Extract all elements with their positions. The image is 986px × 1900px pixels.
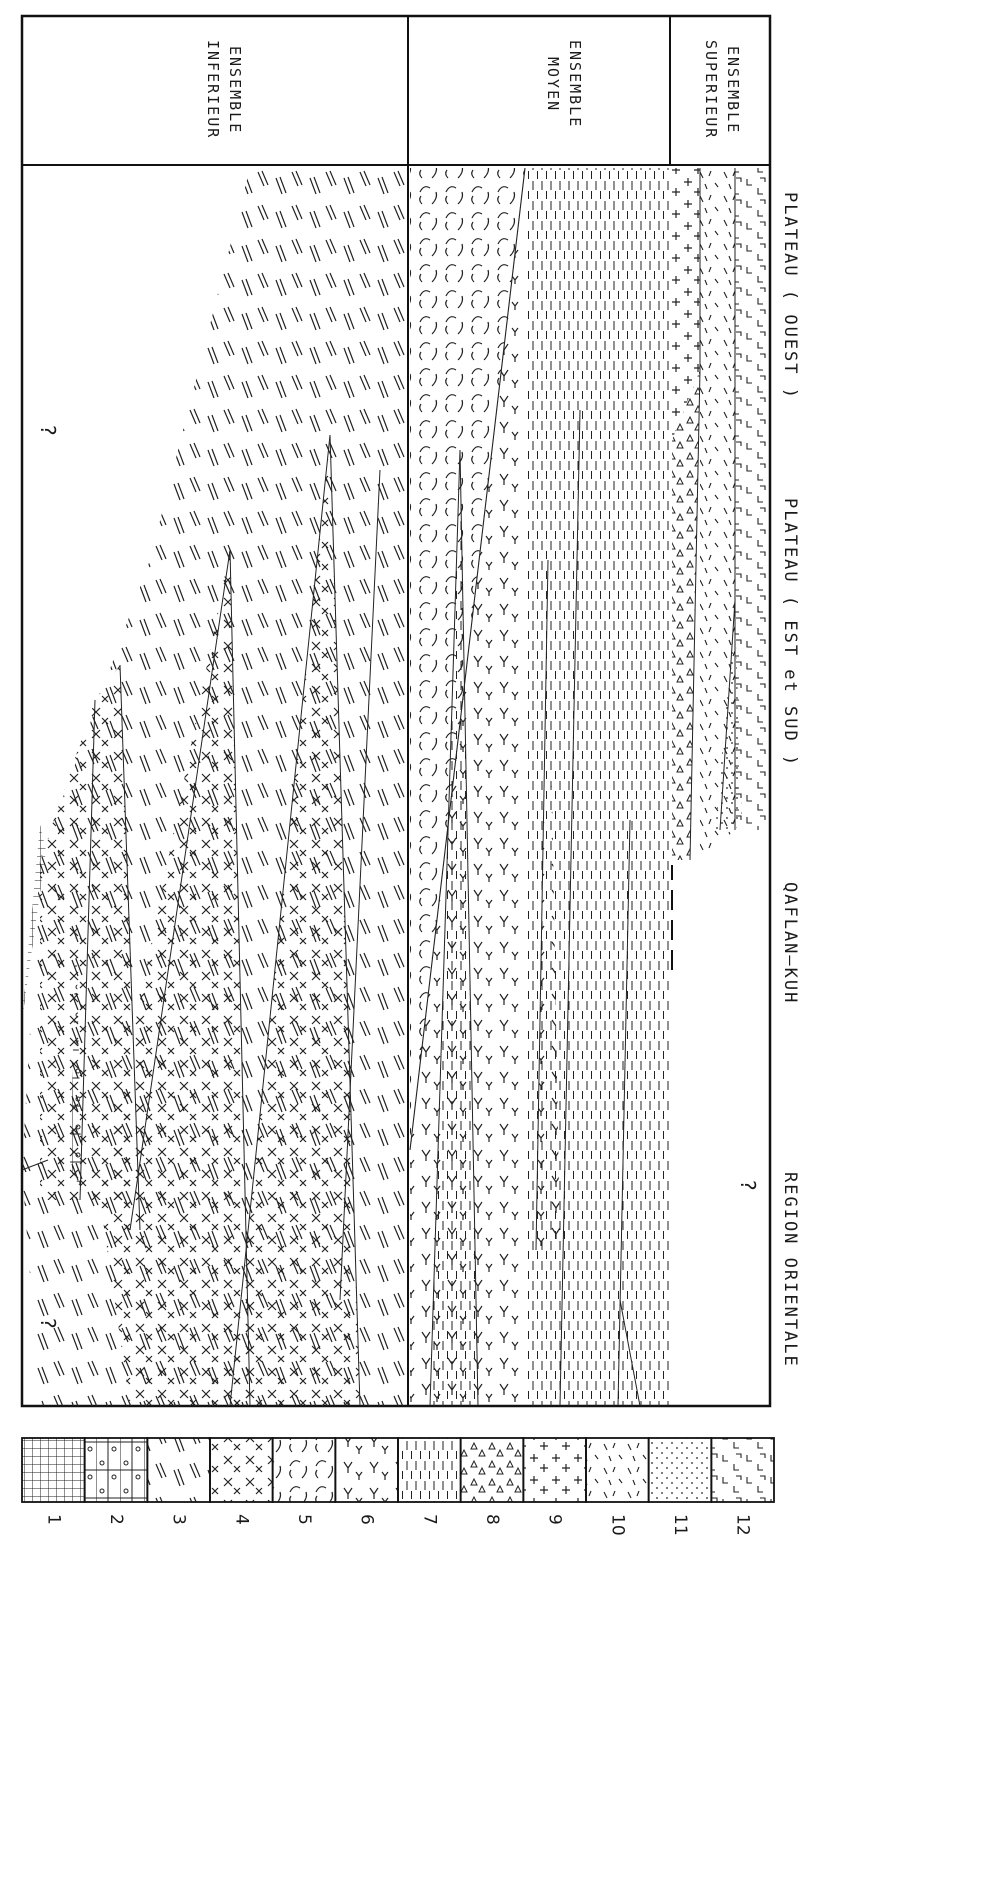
- legend-swatch-2: [83, 1437, 149, 1503]
- question-mark: ?: [36, 425, 60, 436]
- label-region-orientale: REGION ORIENTALE: [780, 1172, 800, 1368]
- legend-number-1: 1: [43, 1514, 64, 1525]
- legend-swatch-1: [21, 1437, 86, 1503]
- unit-10-ticks: [700, 168, 735, 860]
- legend-number-7: 7: [419, 1514, 440, 1525]
- legend-number-8: 8: [482, 1514, 502, 1525]
- legend-swatch-9: [522, 1437, 587, 1503]
- unit-8-triangles: [672, 370, 700, 860]
- legend-number-10: 10: [607, 1514, 628, 1536]
- legend-number-4: 4: [231, 1514, 252, 1525]
- legend-number-11: 11: [670, 1514, 690, 1536]
- unit-4-crosses-wedge-d: [40, 700, 95, 1200]
- legend-number-2: 2: [106, 1514, 126, 1525]
- unit-1-grid: [22, 825, 46, 1020]
- question-mark: ?: [736, 1180, 760, 1191]
- legend-number-5: 5: [294, 1514, 314, 1525]
- header-ensemble-superieur: ENSEMBLE SUPERIEUR: [702, 40, 742, 140]
- legend-swatch-10: [585, 1437, 650, 1503]
- unit-2-bricks-lens: [70, 925, 82, 1190]
- legend-swatch-5: [271, 1437, 337, 1503]
- unit-7-vertical-dashes: [525, 168, 670, 1406]
- superieur-units: [671, 168, 770, 970]
- legend-swatch-6: [334, 1437, 399, 1503]
- moyen-units: [409, 167, 670, 1407]
- unit-6-y-marks: [410, 168, 525, 1406]
- question-mark: ?: [36, 1318, 60, 1329]
- legend-swatch-8: [459, 1437, 525, 1503]
- label-qaflan-kuh: QAFLAN—KUH: [780, 882, 800, 1005]
- unit-7-lens-a: [430, 450, 478, 1406]
- legend-swatch-4: [209, 1437, 274, 1503]
- legend-swatch-11: [647, 1437, 713, 1503]
- header-ensemble-moyen: ENSEMBLE MOYEN: [544, 40, 584, 129]
- legend-number-3: 3: [168, 1514, 189, 1525]
- legend-number-12: 12: [732, 1514, 753, 1536]
- legend-swatch-12: [710, 1437, 775, 1503]
- unit-12-l-shapes: [735, 168, 770, 830]
- header-ensemble-inferieur: ENSEMBLE INFERIEUR: [204, 40, 244, 140]
- legend-swatches: [21, 1437, 775, 1503]
- legend-swatch-7: [397, 1437, 462, 1503]
- legend-number-6: 6: [356, 1514, 377, 1525]
- inferieur-units: [21, 168, 408, 1407]
- unit-6-lens-b: [536, 560, 560, 1250]
- label-plateau-ouest: PLATEAU ( OUEST ): [780, 192, 800, 400]
- unit-4-crosses-wedge-a: [230, 435, 360, 1406]
- label-plateau-est-sud: PLATEAU ( EST et SUD ): [780, 498, 800, 768]
- legend-swatch-3: [146, 1437, 211, 1503]
- unit-9-plus: [672, 168, 700, 440]
- legend-number-9: 9: [544, 1514, 565, 1525]
